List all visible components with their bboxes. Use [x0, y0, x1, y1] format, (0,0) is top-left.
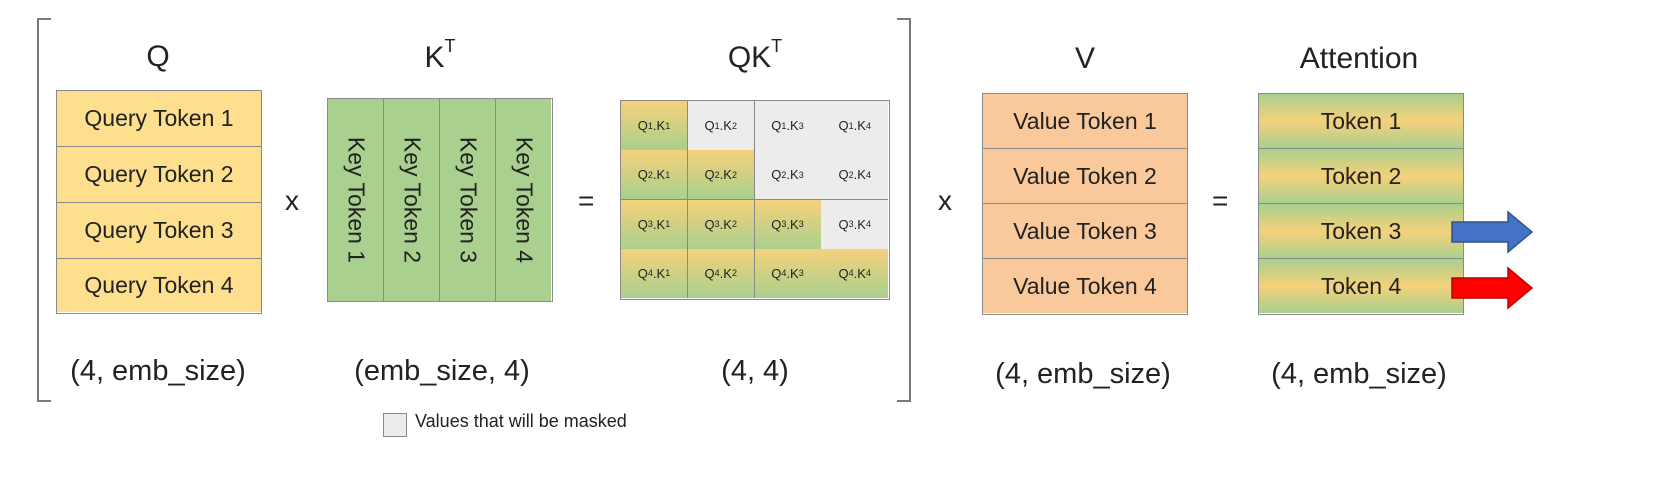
- value-row-label: Value Token 3: [1013, 217, 1157, 244]
- token-3-arrow-shape: [1451, 210, 1534, 254]
- query-row: Query Token 2: [57, 147, 261, 203]
- attention-row-label: Token 3: [1320, 217, 1402, 244]
- query-row-label: Query Token 3: [84, 217, 234, 243]
- kt-shape-label: (emb_size, 4): [354, 355, 530, 387]
- q-shape-label: (4, emb_size): [70, 355, 246, 387]
- attention-row-label: Token 4: [1320, 272, 1402, 299]
- attention-row: Token 3: [1259, 204, 1463, 259]
- q-title: Q: [146, 40, 170, 73]
- key-column: Key Token 4: [496, 99, 551, 301]
- value-row: Value Token 1: [983, 94, 1187, 149]
- masked-legend-label: Values that will be masked: [415, 411, 627, 431]
- key-column: Key Token 1: [328, 99, 384, 301]
- token-4-arrow-icon: [1451, 266, 1534, 310]
- v-shape-label: (4, emb_size): [995, 358, 1171, 390]
- value-row: Value Token 4: [983, 259, 1187, 313]
- value-row-label: Value Token 4: [1013, 272, 1157, 299]
- token-3-arrow-icon: [1451, 210, 1534, 254]
- query-row-label: Query Token 1: [84, 105, 234, 131]
- value-row-label: Value Token 2: [1013, 162, 1157, 189]
- key-transpose-matrix: Key Token 1 Key Token 2 Key Token 3 Key …: [327, 98, 553, 302]
- v-title: V: [1074, 42, 1095, 75]
- key-column-label: Key Token 3: [455, 136, 481, 264]
- query-row: Query Token 3: [57, 203, 261, 259]
- attention-title: Attention: [1299, 42, 1419, 75]
- qkt-title: QKT: [727, 36, 783, 74]
- query-row-label: Query Token 2: [84, 161, 234, 187]
- masked-legend-swatch: [383, 413, 407, 437]
- multiply-operator: x: [938, 185, 952, 216]
- key-column: Key Token 2: [384, 99, 440, 301]
- key-column-label: Key Token 4: [511, 136, 537, 264]
- attention-matrix: Token 1 Token 2 Token 3 Token 4: [1258, 93, 1464, 315]
- key-column-label: Key Token 1: [343, 136, 369, 264]
- qkt-shape-label: (4, 4): [721, 355, 789, 387]
- value-row: Value Token 2: [983, 149, 1187, 204]
- multiply-operator: x: [285, 185, 299, 216]
- equals-operator: =: [578, 185, 595, 216]
- token-4-arrow-shape: [1451, 266, 1534, 310]
- key-column-label: Key Token 2: [399, 136, 425, 264]
- attention-shape-label: (4, emb_size): [1271, 358, 1447, 390]
- query-row-label: Query Token 4: [84, 272, 234, 298]
- key-column: Key Token 3: [440, 99, 496, 301]
- attention-row: Token 1: [1259, 94, 1463, 149]
- query-row: Query Token 4: [57, 259, 261, 312]
- attention-row: Token 4: [1259, 259, 1463, 313]
- equals-operator: =: [1212, 185, 1229, 216]
- right-bracket: [897, 18, 911, 402]
- attention-row: Token 2: [1259, 149, 1463, 204]
- left-bracket: [37, 18, 51, 402]
- value-row: Value Token 3: [983, 204, 1187, 259]
- kt-title: KT: [424, 36, 456, 74]
- value-row-label: Value Token 1: [1013, 107, 1157, 134]
- query-matrix: Query Token 1 Query Token 2 Query Token …: [56, 90, 262, 314]
- query-row: Query Token 1: [57, 91, 261, 147]
- attention-row-label: Token 1: [1320, 107, 1402, 134]
- value-matrix: Value Token 1 Value Token 2 Value Token …: [982, 93, 1188, 315]
- attention-row-label: Token 2: [1320, 162, 1402, 189]
